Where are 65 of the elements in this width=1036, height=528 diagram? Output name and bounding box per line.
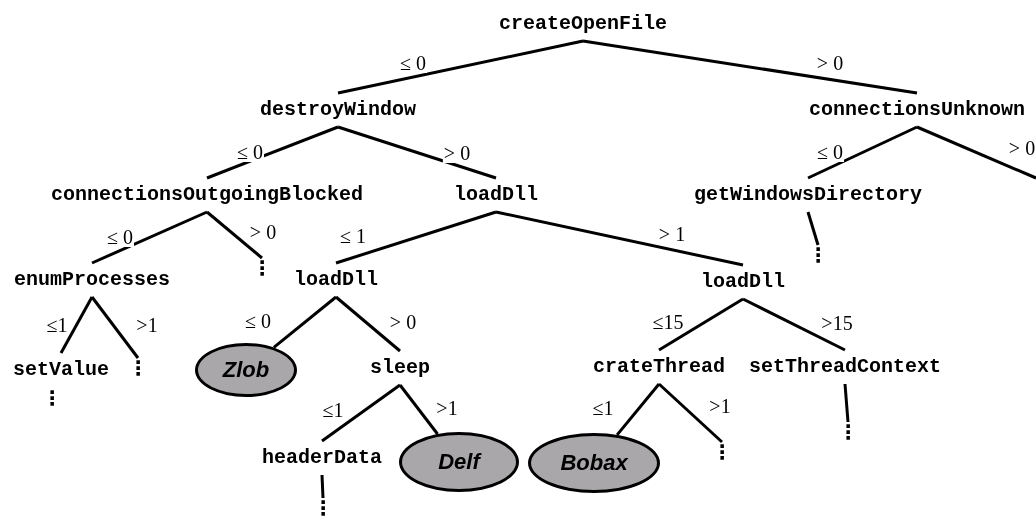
feature-name: crateThread bbox=[593, 350, 725, 384]
feature-name: loadDll bbox=[294, 263, 378, 297]
edge-label: ≤1 bbox=[591, 398, 615, 418]
branch-line bbox=[806, 211, 820, 246]
feature-name: headerData bbox=[262, 441, 382, 475]
branch-line bbox=[495, 210, 744, 267]
branch-line bbox=[807, 125, 918, 180]
branch-line bbox=[658, 297, 744, 352]
branch-line bbox=[91, 210, 208, 265]
class-name: Zlob bbox=[222, 358, 270, 382]
branch-line bbox=[90, 296, 140, 359]
feature-name: setValue bbox=[13, 353, 109, 387]
branch-line bbox=[916, 125, 1036, 180]
branch-line bbox=[337, 39, 584, 95]
branch-line bbox=[321, 383, 401, 443]
edge-label: > 0 bbox=[388, 312, 418, 332]
branch-line bbox=[206, 125, 339, 180]
edge-label: >1 bbox=[435, 398, 459, 418]
feature-name: loadDll bbox=[454, 178, 538, 212]
branch-line bbox=[337, 125, 497, 180]
feature-name: createOpenFile bbox=[499, 7, 667, 41]
ellipsis-mark: ⋮ bbox=[128, 358, 148, 378]
feature-name: getWindowsDirectory bbox=[694, 178, 922, 212]
branch-line bbox=[59, 296, 94, 354]
feature-name: sleep bbox=[370, 351, 430, 385]
branch-line bbox=[320, 474, 325, 499]
edge-label: ≤ 0 bbox=[399, 53, 427, 73]
edge-label: > 0 bbox=[1007, 138, 1036, 158]
edge-label: ≤ 0 bbox=[236, 142, 264, 162]
edge-label: >1 bbox=[708, 396, 732, 416]
ellipsis-mark: ⋮ bbox=[712, 442, 732, 462]
edge-label: ≤15 bbox=[651, 312, 685, 332]
edge-label: > 0 bbox=[815, 53, 845, 73]
edge-label: ≤ 0 bbox=[816, 142, 844, 162]
branch-line bbox=[658, 382, 723, 444]
edge-label: ≤1 bbox=[45, 315, 69, 335]
edge-label: > 0 bbox=[442, 143, 472, 163]
ellipsis-mark: ⋮ bbox=[42, 388, 62, 408]
feature-name: connectionsUnknown bbox=[809, 93, 1025, 127]
edge-label: ≤ 0 bbox=[106, 227, 134, 247]
feature-name: setThreadContext bbox=[749, 350, 941, 384]
edge-label: ≤ 0 bbox=[244, 311, 272, 331]
branch-line bbox=[335, 295, 401, 353]
edge-label: ≤1 bbox=[321, 400, 345, 420]
feature-name: destroyWindow bbox=[260, 93, 416, 127]
ellipsis-mark: ⋮ bbox=[313, 498, 333, 518]
feature-name: connectionsOutgoingBlocked bbox=[50, 178, 364, 212]
branch-line bbox=[206, 210, 263, 260]
feature-name: loadDll bbox=[701, 265, 785, 299]
class-name: Bobax bbox=[560, 451, 628, 475]
ellipsis-mark: ⋮ bbox=[808, 245, 828, 265]
edge-label: > 0 bbox=[248, 222, 278, 242]
ellipsis-mark: ⋮ bbox=[838, 422, 858, 442]
branch-line bbox=[272, 295, 337, 349]
branch-line bbox=[742, 297, 846, 352]
branch-line bbox=[335, 210, 497, 265]
edge-label: ≤ 1 bbox=[339, 226, 367, 246]
feature-name: enumProcesses bbox=[14, 263, 170, 297]
ellipsis-mark: ⋮ bbox=[252, 258, 272, 278]
class-name: Delf bbox=[438, 450, 480, 474]
edge-label: >1 bbox=[135, 315, 159, 335]
edge-label: >15 bbox=[820, 313, 854, 333]
branch-line bbox=[582, 39, 918, 95]
edge-label: > 1 bbox=[657, 224, 687, 244]
branch-line bbox=[843, 383, 850, 423]
